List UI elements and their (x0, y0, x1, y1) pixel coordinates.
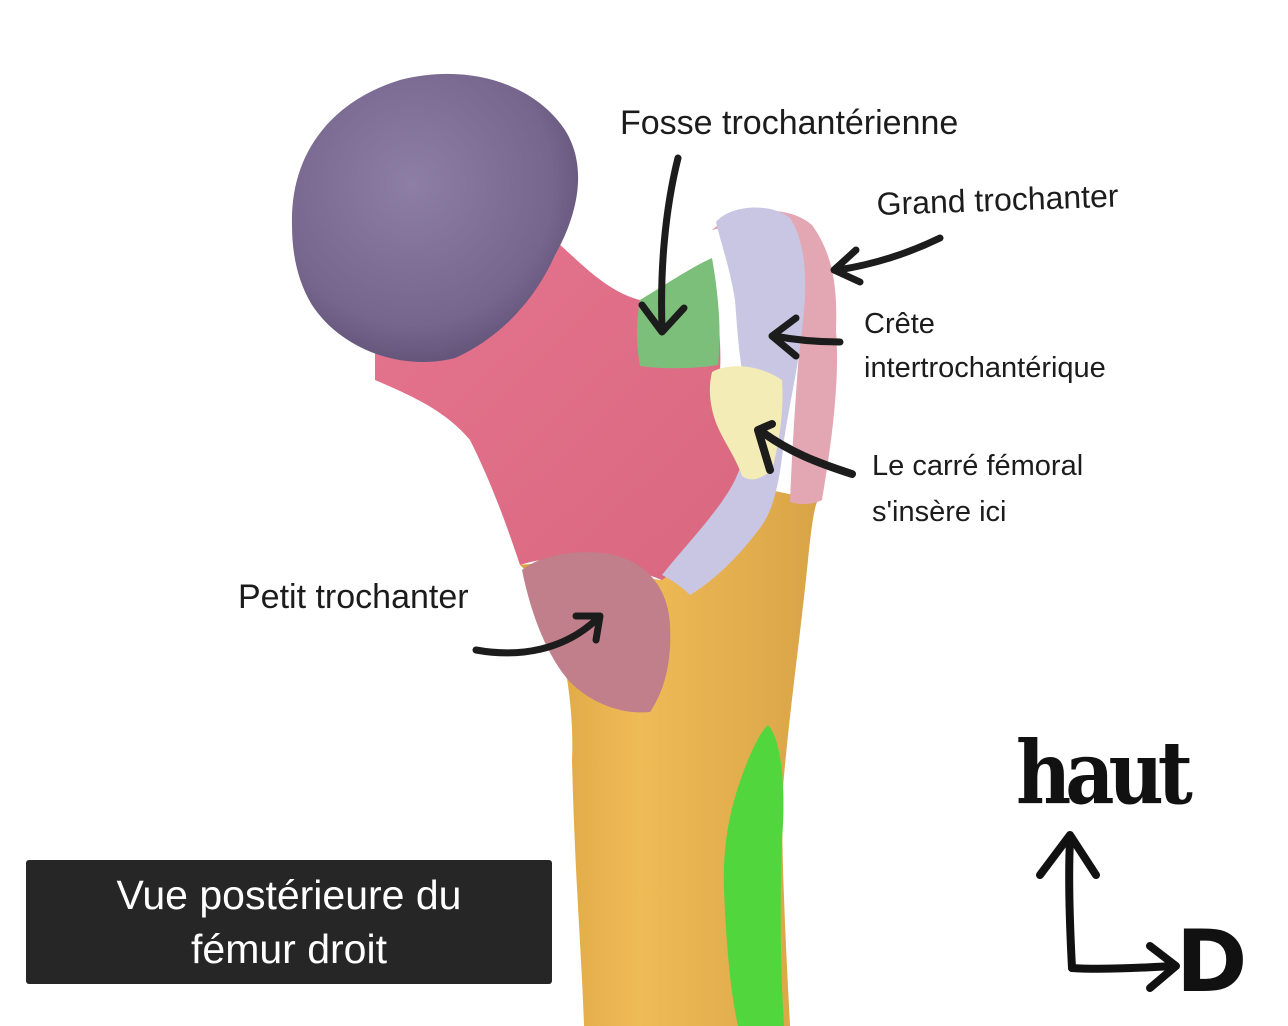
up-arrow-head (1036, 831, 1100, 879)
caption-box: Vue postérieure du fémur droit (26, 860, 552, 984)
greater-trochanter (712, 210, 838, 505)
caption-line1: Vue postérieure du (116, 872, 462, 918)
orientation-right-label: D (1176, 912, 1248, 1012)
arrow-fosse (638, 154, 688, 336)
arrow-crete (768, 314, 844, 360)
label-crete-line1: Crête (864, 308, 935, 340)
arrow-grand (830, 234, 944, 286)
caption-line2: fémur droit (191, 926, 387, 972)
label-crete-line2: intertrochantérique (864, 352, 1106, 384)
intertrochanteric-crest (662, 207, 806, 596)
femoral-head (291, 73, 579, 362)
label-carre-line2: s'insère ici (872, 496, 1007, 528)
label-petit-trochanter: Petit trochanter (238, 578, 469, 616)
orientation-arrows (1036, 831, 1180, 992)
right-arrow-shaft (1068, 962, 1176, 973)
orientation-up-label: haut (1016, 722, 1193, 825)
label-fosse-trochanterienne: Fosse trochantérienne (620, 104, 959, 142)
label-carre-line1: Le carré fémoral (872, 450, 1084, 482)
shaft-green-region (723, 725, 784, 1026)
up-arrow-shaft (1065, 836, 1076, 972)
arrow-carre (754, 420, 856, 478)
arrow-petit (472, 612, 604, 657)
right-arrow-head (1146, 942, 1180, 992)
